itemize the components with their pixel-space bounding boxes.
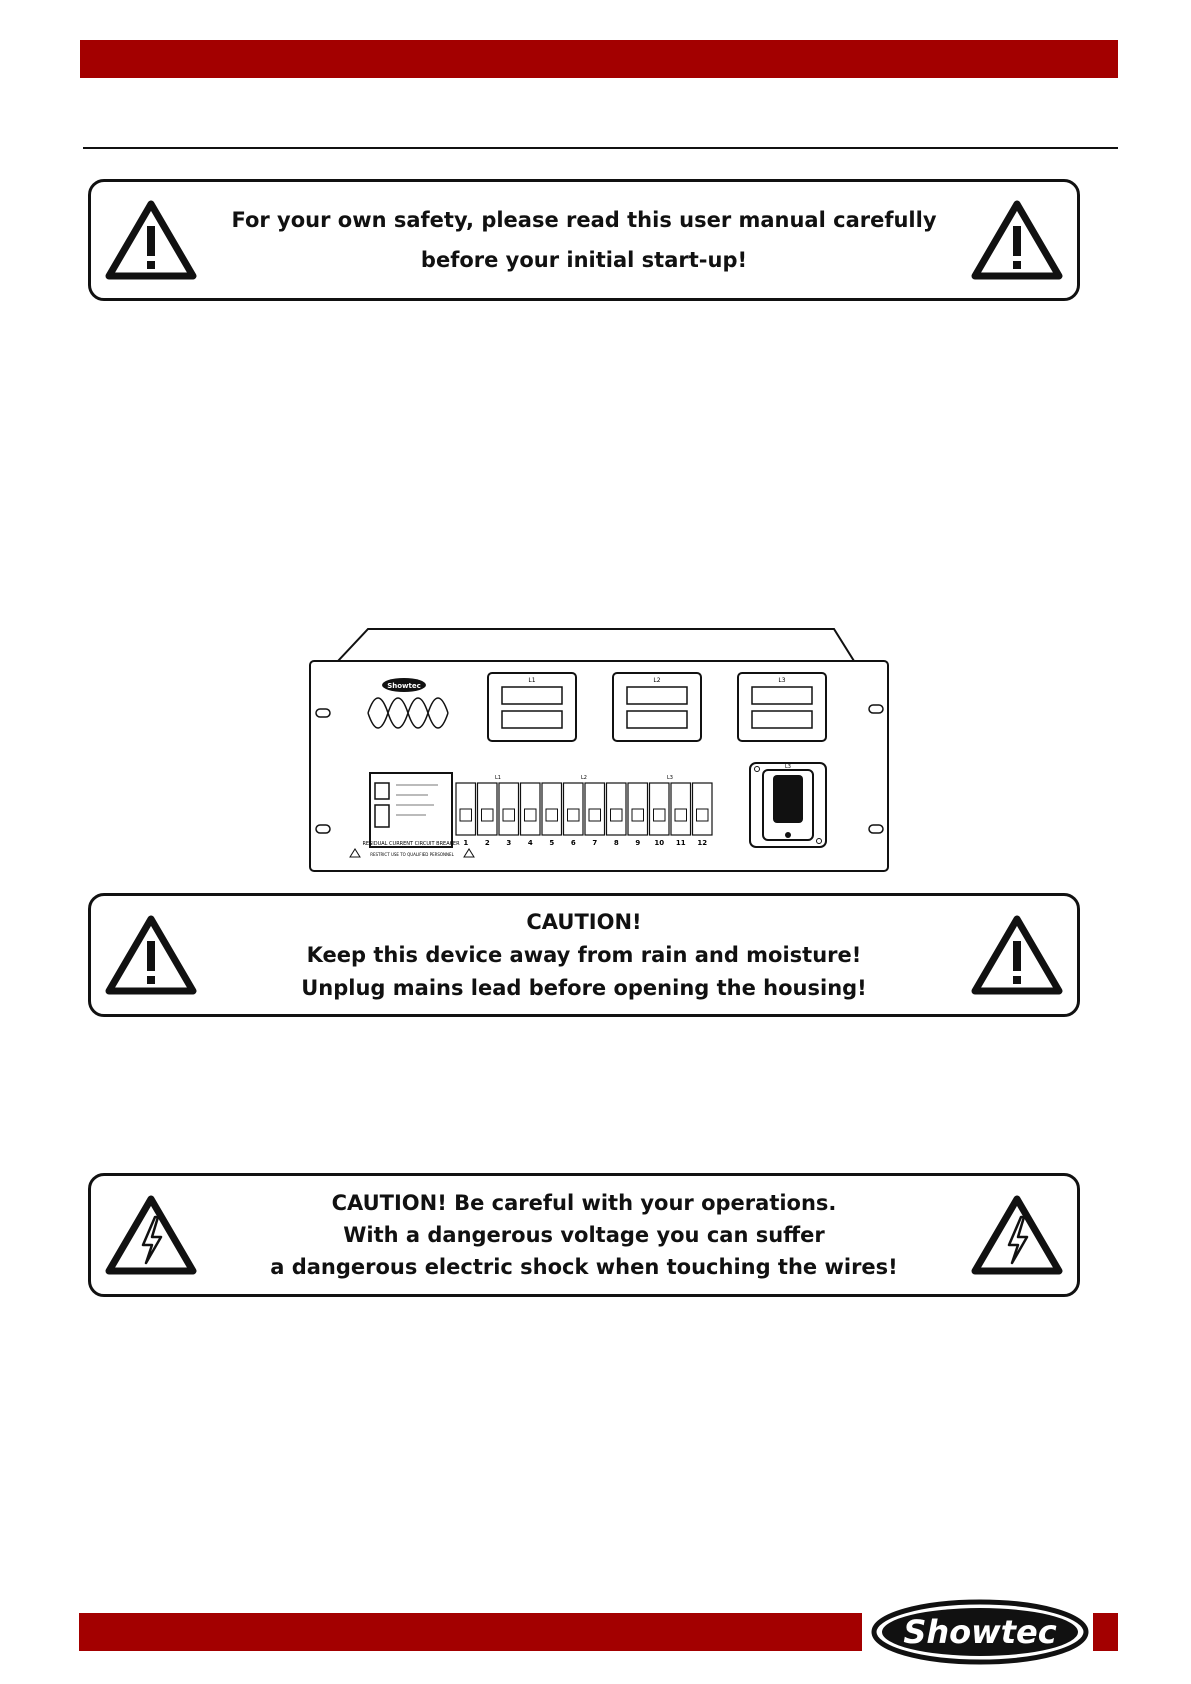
breaker-switch [567,808,580,822]
rccb-label: RESIDUAL CURRENT CIRCUIT BREAKER [362,841,460,847]
power-distributor-illustration: Showtec L1 L2 L3 RESIDUAL CURRENT CIRCUI… [309,628,889,872]
safety-warning-box: For your own safety, please read this us… [88,179,1080,301]
waveform-logo-icon [367,697,449,729]
breaker-number: 11 [676,839,686,847]
breaker-switch [631,808,644,822]
header-bar [80,40,1118,78]
caution-warning-box: CAUTION! Keep this device away from rain… [88,893,1080,1017]
breaker-switch [502,808,515,822]
logo-text: Showtec [903,1613,1056,1651]
warning-triangle-icon [971,200,1063,280]
footer-tab [1093,1613,1118,1651]
breaker-group-label: L1 [495,775,501,781]
breaker-switch [588,808,601,822]
breaker-number: 1 [463,839,468,847]
safety-warning-text: For your own safety, please read this us… [201,182,967,298]
shock-line-1: CAUTION! Be careful with your operations… [331,1191,837,1215]
warning-triangle-icon [971,915,1063,995]
breaker-number: 6 [571,839,576,847]
breaker-switch [524,808,537,822]
breaker-switch [610,808,623,822]
shock-warning-box: CAUTION! Be careful with your operations… [88,1173,1080,1297]
warning-triangle-icon [105,915,197,995]
phase-meter-l3: L3 [737,672,827,742]
phase-label: L3 [785,764,791,770]
breaker-switch [459,808,472,822]
phase-label: L1 [528,677,535,684]
breaker-number: 10 [654,839,664,847]
cee-socket: L3 [749,762,827,848]
phase-label: L3 [778,677,785,684]
safety-line-2: before your initial start-up! [420,248,748,272]
breaker-number: 2 [485,839,490,847]
brand-mark: Showtec [387,682,421,690]
breaker-switch [674,808,687,822]
breaker-switch [696,808,709,822]
breaker-number: 9 [635,839,640,847]
caution-line-3: Unplug mains lead before opening the hou… [301,975,867,1000]
breaker-number: 7 [592,839,597,847]
breaker-switch [481,808,494,822]
high-voltage-icon [971,1195,1063,1275]
shock-line-3: a dangerous electric shock when touching… [270,1255,898,1279]
caution-warning-text: CAUTION! Keep this device away from rain… [201,896,967,1014]
breaker-number: 4 [528,839,533,847]
restrict-note: RESTRICT USE TO QUALIFIED PERSONNEL [370,852,454,857]
safety-line-1: For your own safety, please read this us… [231,208,937,232]
breaker-number: 5 [549,839,554,847]
caution-line-1: CAUTION! [526,909,642,934]
warning-triangle-icon [105,200,197,280]
phase-label: L2 [653,677,660,684]
footer-bar [79,1613,862,1651]
breaker-group-label: L3 [667,775,673,781]
shock-warning-text: CAUTION! Be careful with your operations… [201,1176,967,1294]
breaker-group-label: L2 [581,775,587,781]
showtec-logo: Showtec [871,1599,1089,1665]
breaker-switch [653,808,666,822]
phase-meter-l1: L1 [487,672,577,742]
shock-line-2: With a dangerous voltage you can suffer [343,1223,825,1247]
phase-meter-l2: L2 [612,672,702,742]
rccb-module [369,772,453,848]
brand-mark-icon [382,678,426,692]
breaker-number: 12 [697,839,707,847]
caution-line-2: Keep this device away from rain and mois… [306,942,862,967]
breaker-switch [545,808,558,822]
header-rule [83,147,1118,149]
high-voltage-icon [105,1195,197,1275]
breaker-number: 8 [614,839,619,847]
breaker-number: 3 [506,839,511,847]
